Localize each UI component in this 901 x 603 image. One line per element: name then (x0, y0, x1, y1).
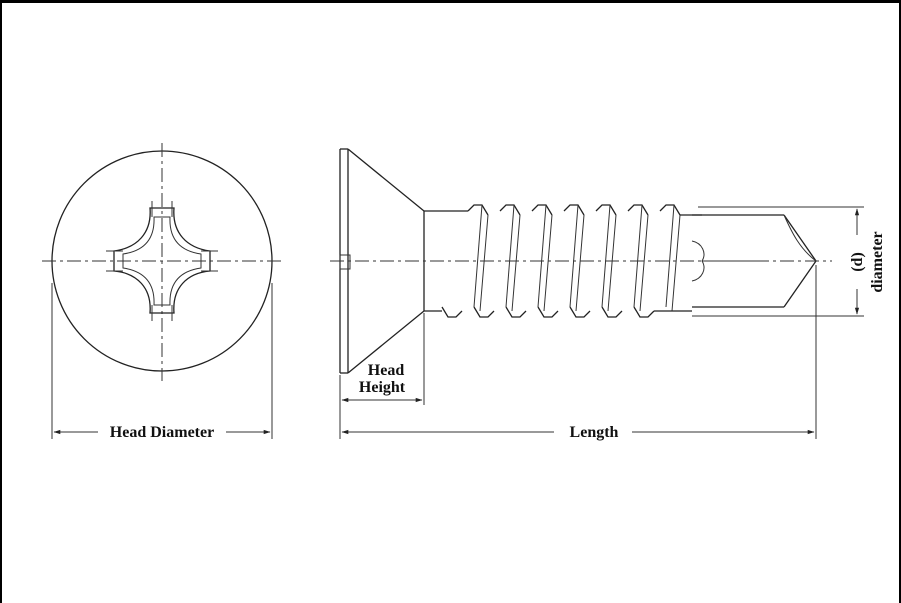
thread-crest-top (563, 204, 585, 216)
thread-crest-bottom (569, 306, 591, 318)
thread-flank (639, 214, 649, 312)
thread-flank (479, 214, 489, 312)
screw-side-view: (d) diameter Length Head Height (330, 148, 886, 441)
thread-flank (505, 204, 515, 308)
length-label: Length (570, 424, 619, 441)
thread-flank (607, 214, 617, 312)
thread-crest-top (627, 204, 649, 216)
thread-flank (671, 214, 681, 312)
thread-crest-bottom (441, 306, 463, 318)
thread-crest-bottom (473, 306, 495, 318)
screw-diagram: Head Diameter (d) diameter (42, 143, 886, 441)
thread-flank (537, 204, 547, 308)
head-countersink-bottom (347, 310, 425, 374)
thread-crest-top (659, 204, 681, 216)
thread-crest-bottom (537, 306, 559, 318)
drill-tip-bottom (783, 260, 817, 308)
drill-tip-top (783, 214, 817, 262)
thread-crest-top (531, 204, 553, 216)
phillips-recess-inner-icon (122, 216, 202, 306)
thread-crest-bottom (505, 306, 527, 318)
drill-flute (783, 214, 817, 262)
diameter-label: diameter (869, 231, 886, 292)
head-top-view: Head Diameter (42, 143, 282, 441)
thread-flank (511, 214, 521, 312)
head-countersink-top (347, 148, 425, 212)
thread-flank (543, 214, 553, 312)
phillips-recess-outer-icon (113, 207, 211, 314)
thread-crest-top (467, 204, 489, 216)
thread-crest-top (595, 204, 617, 216)
thread-group (441, 204, 702, 318)
thread-crest-top (499, 204, 521, 216)
thread-flank (601, 204, 611, 308)
thread-flank (665, 204, 675, 308)
thread-crest-bottom (601, 306, 623, 318)
thread-crest-bottom (633, 306, 655, 318)
head-diameter-label: Head Diameter (110, 424, 214, 441)
thread-flank (633, 204, 643, 308)
thread-flank (473, 204, 483, 308)
drive-recess-slot (339, 254, 351, 270)
head-height-label-head: Head (368, 362, 405, 379)
thread-flank (569, 204, 579, 308)
thread-flank (575, 214, 585, 312)
head-height-label-height: Height (359, 379, 406, 396)
diameter-d-label: (d) (849, 252, 866, 272)
